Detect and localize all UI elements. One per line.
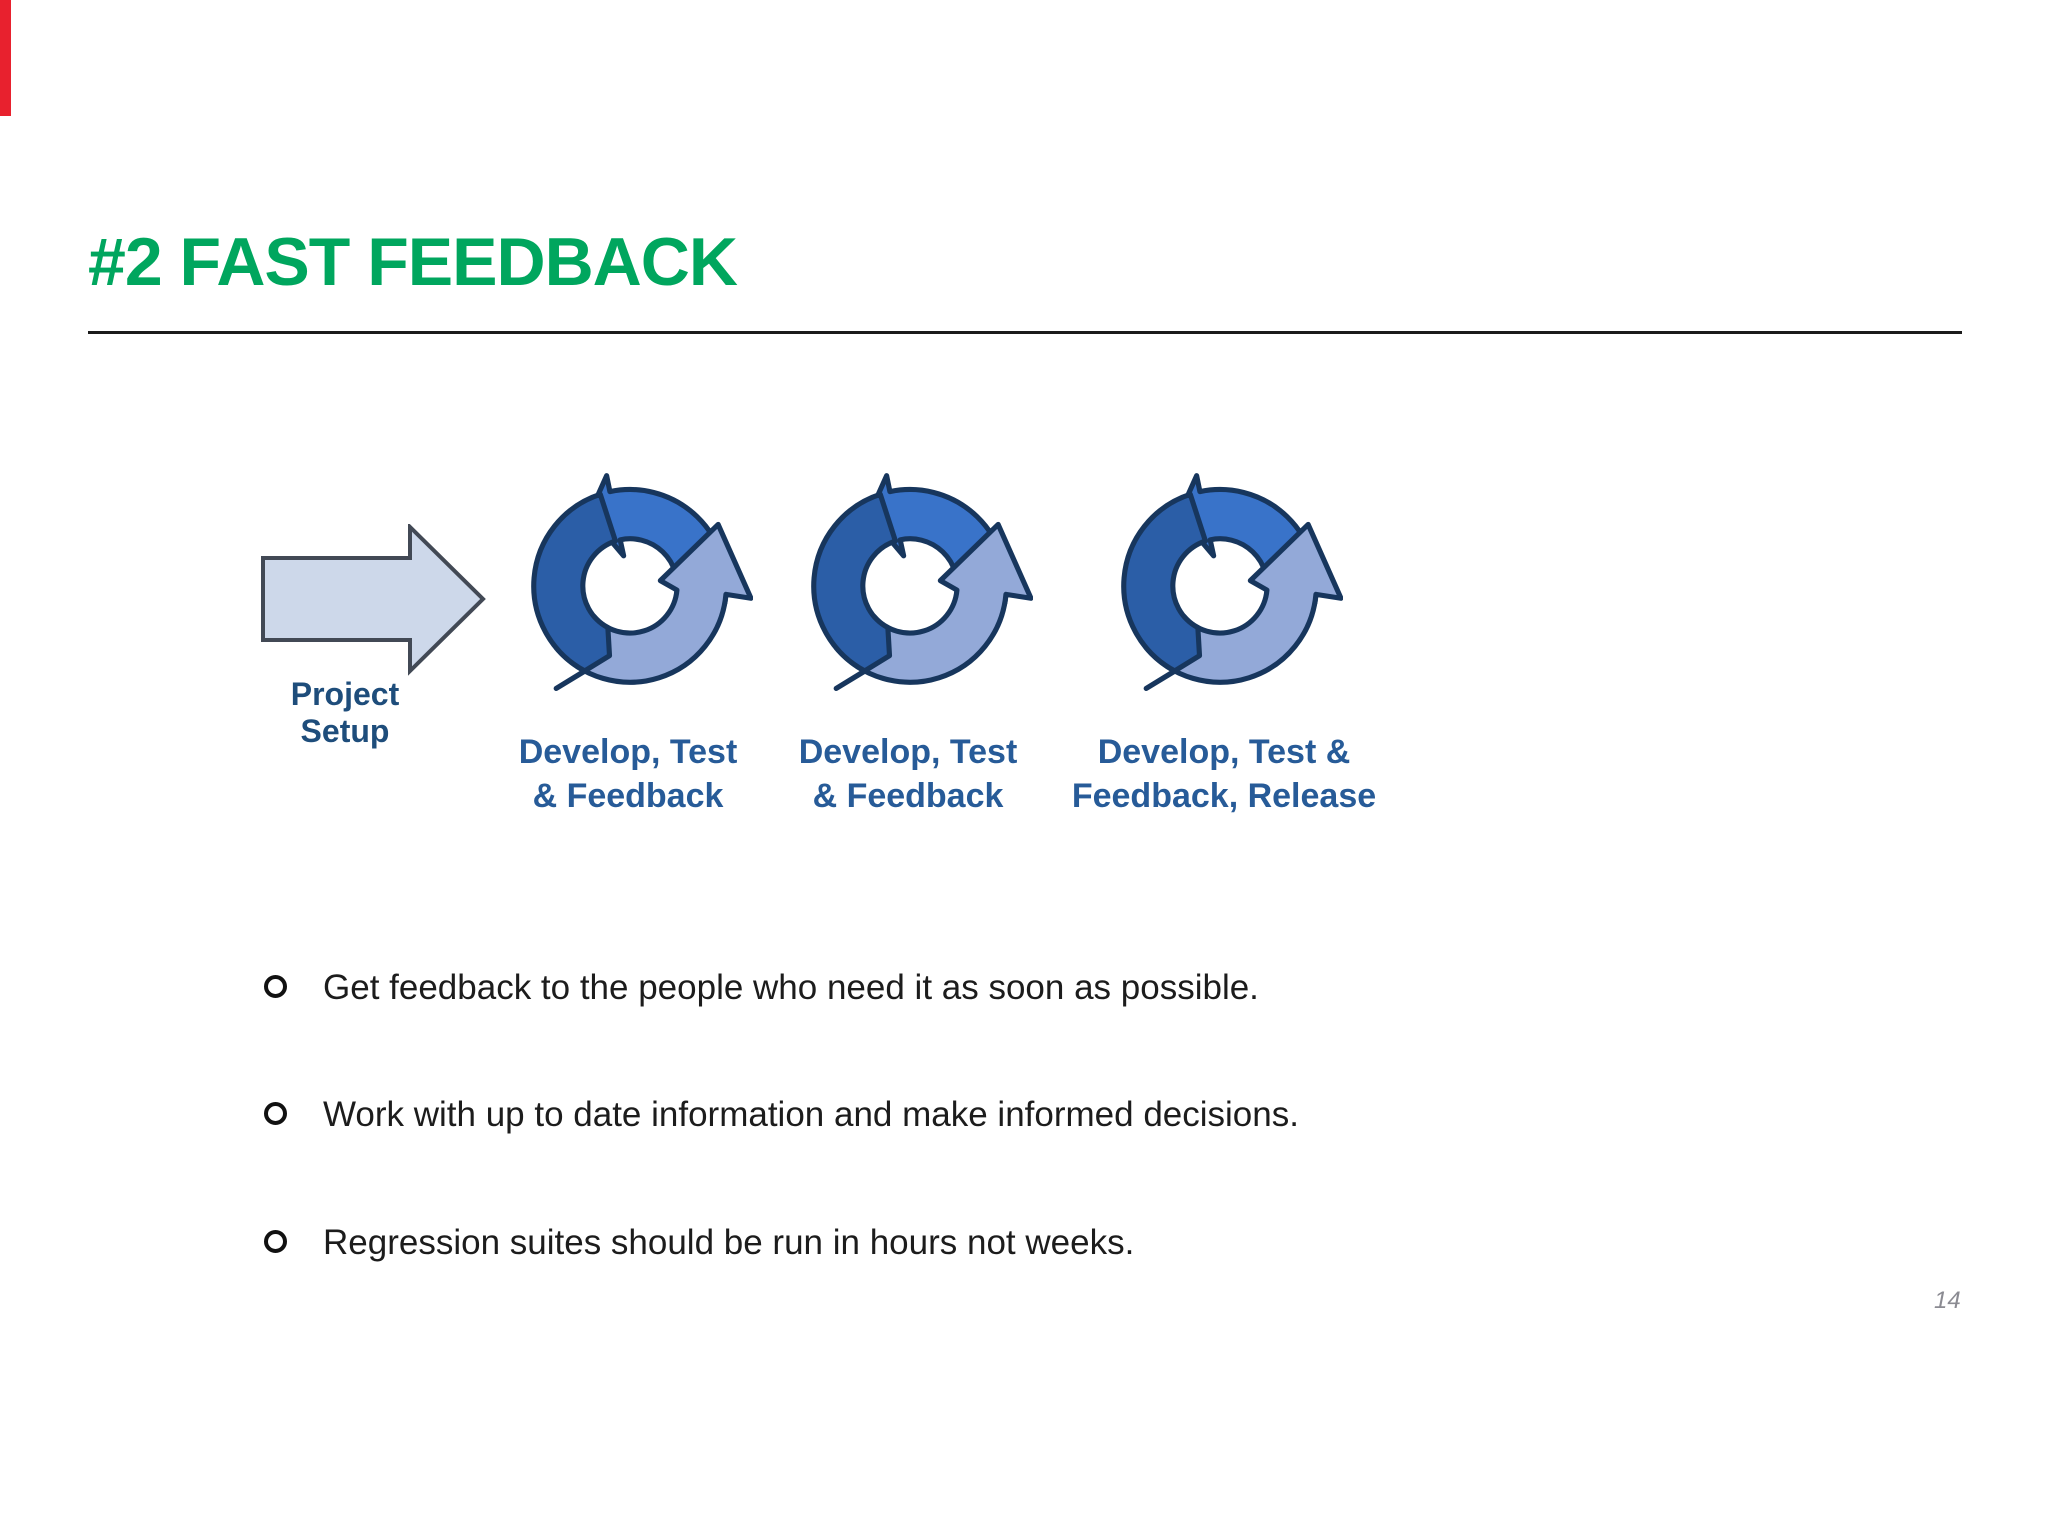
list-item: Get feedback to the people who need it a… bbox=[264, 966, 1259, 1010]
cycle-label-line1: Develop, Test bbox=[518, 733, 738, 771]
list-item: Work with up to date information and mak… bbox=[264, 1093, 1299, 1137]
project-setup-line1: Project bbox=[290, 676, 400, 712]
cycle-label-line1: Develop, Test & bbox=[1097, 733, 1351, 771]
bullet-text: Work with up to date information and mak… bbox=[323, 1095, 1299, 1134]
bullet-ring-icon bbox=[264, 1230, 287, 1253]
slide-title: #2 FAST FEEDBACK bbox=[88, 224, 738, 300]
cycle-label: Develop, Test & Feedback, Release bbox=[1004, 730, 1444, 818]
cycle-label-line1: Develop, Test bbox=[798, 733, 1018, 771]
project-setup-arrow-icon bbox=[261, 524, 486, 676]
accent-bar bbox=[0, 0, 11, 116]
cycle-label: Develop, Test & Feedback bbox=[408, 730, 848, 818]
cycle-label: Develop, Test & Feedback bbox=[688, 730, 1128, 818]
project-setup-line2: Setup bbox=[300, 713, 390, 749]
bullet-ring-icon bbox=[264, 975, 287, 998]
bullet-text: Regression suites should be run in hours… bbox=[323, 1223, 1135, 1262]
page-number: 14 bbox=[1934, 1287, 1961, 1314]
cycle-label-line2: & Feedback bbox=[812, 777, 1004, 815]
cycle-label-line2: Feedback, Release bbox=[1071, 777, 1377, 815]
bullet-text: Get feedback to the people who need it a… bbox=[323, 968, 1259, 1007]
bullet-ring-icon bbox=[264, 1102, 287, 1125]
cycle-label-line2: & Feedback bbox=[532, 777, 724, 815]
project-setup-label: Project Setup bbox=[245, 676, 445, 750]
title-divider bbox=[88, 331, 1962, 334]
list-item: Regression suites should be run in hours… bbox=[264, 1221, 1134, 1265]
process-diagram: Project Setup De bbox=[245, 0, 1444, 818]
